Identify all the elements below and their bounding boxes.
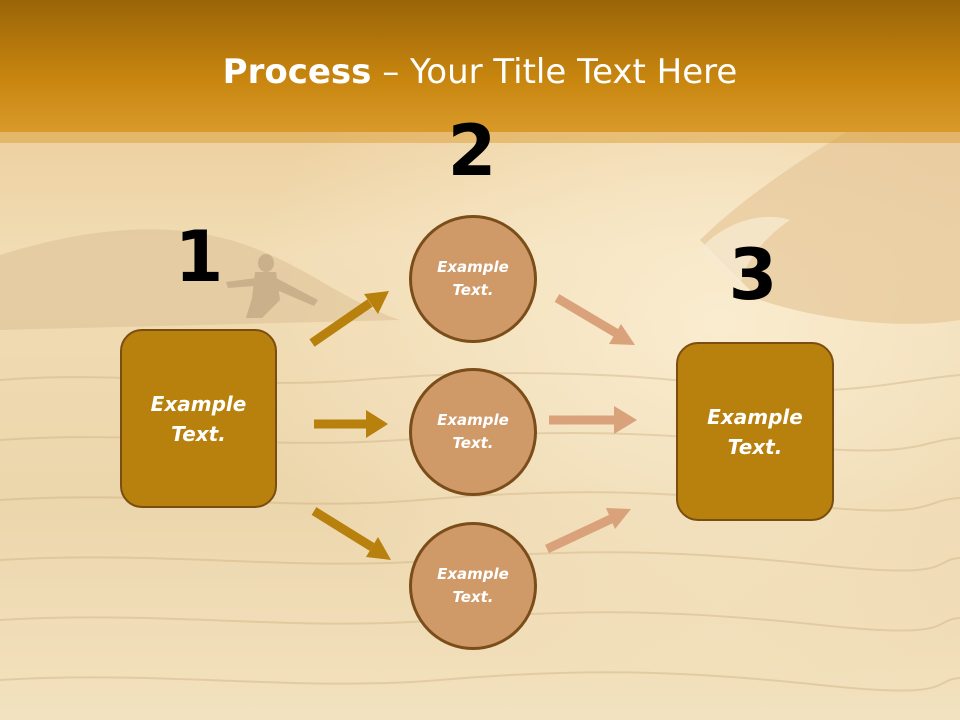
circle-bottom-label: Example Text. — [437, 565, 509, 606]
arrow-middle-to-right — [549, 406, 637, 434]
circle-top-label: Example Text. — [437, 258, 509, 299]
title-bold: Process — [222, 52, 372, 92]
circle-middle: Example Text. — [409, 368, 537, 496]
page-title: Process – Your Title Text Here — [0, 52, 960, 92]
arrow-left-to-middle — [314, 410, 388, 438]
arrow-left-to-top — [309, 291, 389, 347]
arrow-left-to-bottom — [311, 507, 391, 560]
circle-middle-label: Example Text. — [437, 411, 509, 452]
end-box: Example Text. — [676, 342, 834, 521]
arrow-bottom-to-right — [545, 508, 631, 554]
title-rest: Your Title Text Here — [410, 52, 738, 92]
step-number-1: 1 — [174, 216, 224, 298]
arrow-top-to-right — [554, 294, 635, 345]
step-number-2: 2 — [447, 110, 497, 192]
circle-bottom: Example Text. — [409, 522, 537, 650]
step-number-3: 3 — [728, 234, 778, 316]
start-box-label: Example Text. — [150, 391, 247, 446]
start-box: Example Text. — [120, 329, 277, 508]
circle-top: Example Text. — [409, 215, 537, 343]
title-dash: – — [371, 52, 411, 92]
end-box-label: Example Text. — [707, 404, 803, 459]
